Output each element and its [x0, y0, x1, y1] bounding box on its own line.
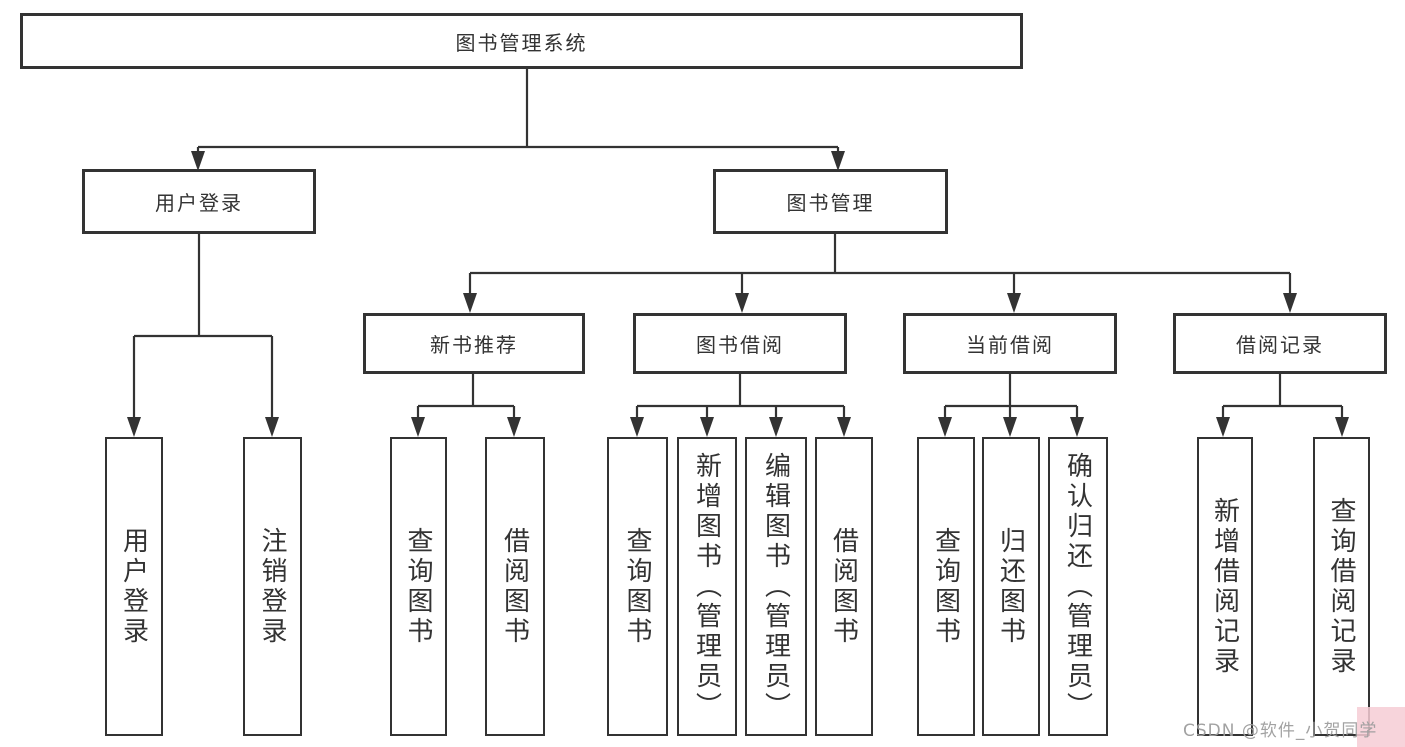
leaf-add-borrow-record: 新增借阅记录: [1197, 437, 1253, 736]
leaf-query-books-borrow: 查询图书: [607, 437, 668, 736]
leaf-borrow-books: 借阅图书: [815, 437, 873, 736]
leaf-query-books-current: 查询图书: [917, 437, 975, 736]
leaf-confirm-return-admin: 确认归还（管理员）: [1048, 437, 1108, 736]
leaf-query-books-recommend: 查询图书: [390, 437, 447, 736]
node-borrow-records: 借阅记录: [1173, 313, 1387, 374]
leaf-logout: 注销登录: [243, 437, 302, 736]
node-user-login: 用户登录: [82, 169, 316, 234]
leaf-add-books-admin: 新增图书（管理员）: [677, 437, 737, 736]
node-book-management: 图书管理: [713, 169, 948, 234]
leaf-user-login: 用户登录: [105, 437, 163, 736]
leaf-borrow-books-recommend: 借阅图书: [485, 437, 545, 736]
node-book-borrow: 图书借阅: [633, 313, 847, 374]
watermark-badge: [1357, 707, 1405, 747]
leaf-query-borrow-record: 查询借阅记录: [1313, 437, 1370, 736]
watermark-text: CSDN @软件_小贺同学: [1183, 721, 1378, 741]
leaf-return-books: 归还图书: [982, 437, 1040, 736]
node-root-library-system: 图书管理系统: [20, 13, 1023, 69]
node-new-book-recommend: 新书推荐: [363, 313, 585, 374]
leaf-edit-books-admin: 编辑图书（管理员）: [745, 437, 807, 736]
node-current-borrow: 当前借阅: [903, 313, 1117, 374]
arrowheads: [127, 151, 1349, 437]
